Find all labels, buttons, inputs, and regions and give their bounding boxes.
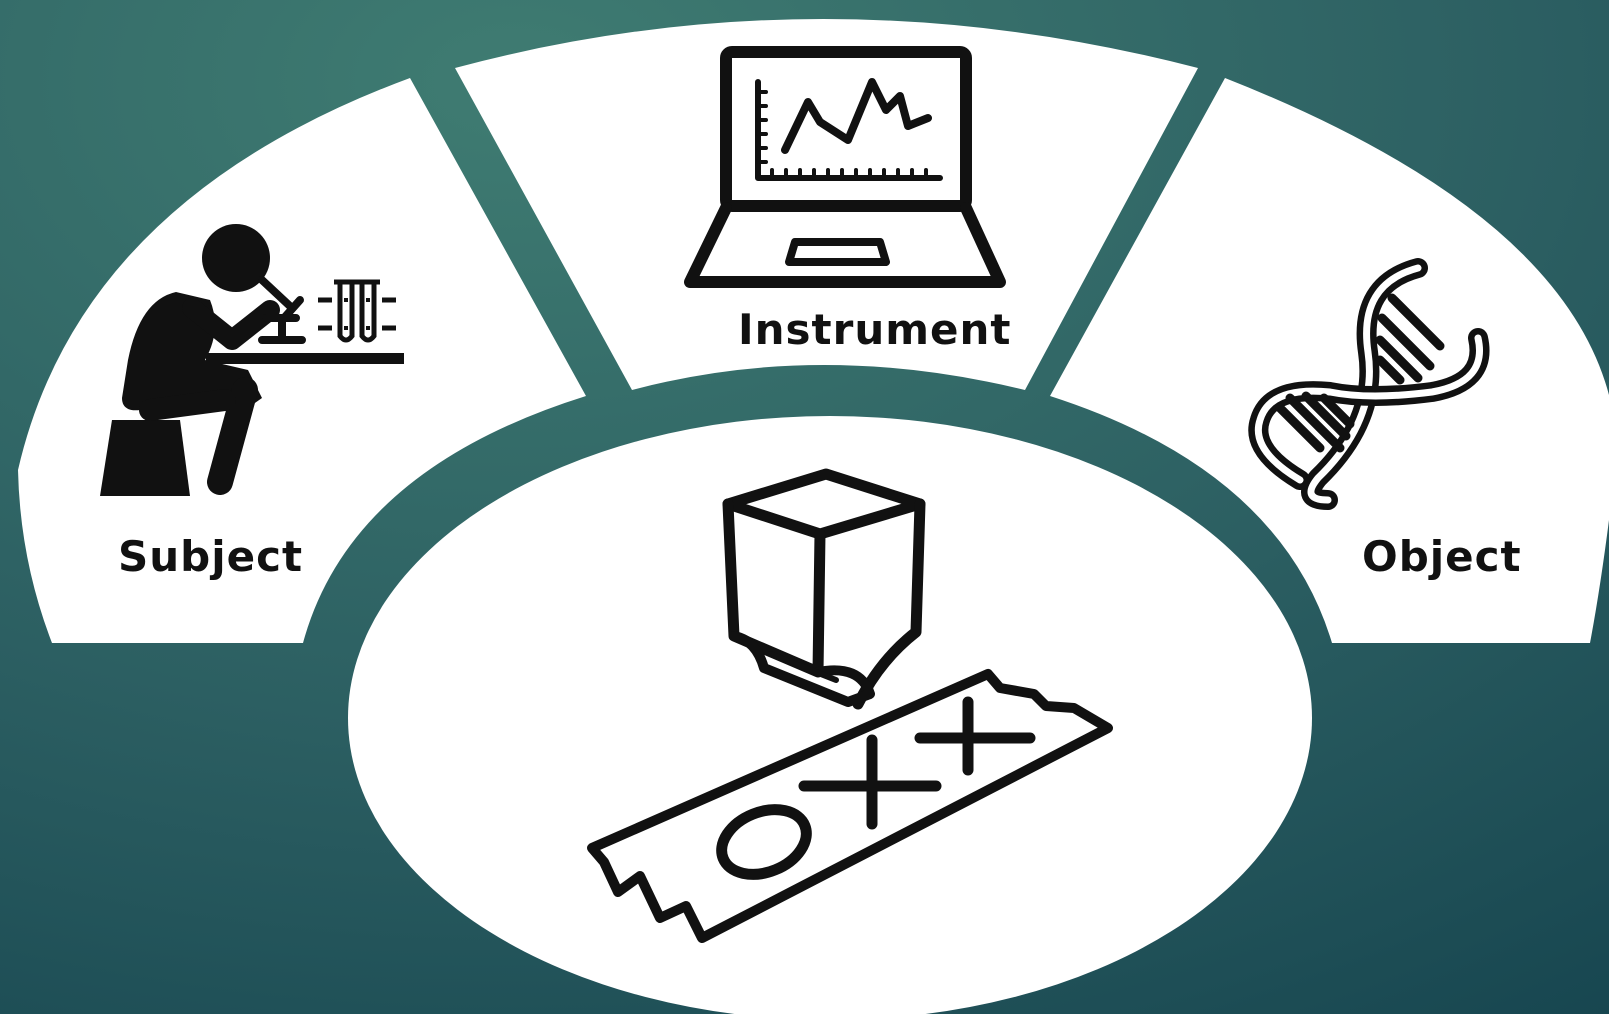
scientist-microscope-icon [100,224,404,496]
arm-shape [182,298,280,350]
tally-cross-mark-1 [798,734,942,830]
segment-label-instrument: Instrument [738,305,1012,354]
dna-rungs [1275,293,1445,453]
dna-icon [1248,258,1490,510]
segment-object-panel [1050,78,1609,643]
stamp-nozzle-slot [767,651,839,683]
desk-shape [206,353,404,364]
chart-axis-ticks [756,90,928,180]
stamp-nozzle [729,631,875,707]
head-shape [202,224,270,292]
leg-shape [207,377,258,495]
laptop-base [684,202,1006,288]
stool-shape [100,420,190,496]
torso-shape [122,292,262,411]
segment-label-object: Object [1362,532,1522,581]
microscope-shape [258,276,306,344]
leg-back-shape [139,389,236,421]
laptop-screen-frame [720,46,972,212]
tally-strip [587,669,1113,943]
center-ellipse [348,416,1312,1014]
laptop-chart-icon [684,46,1006,288]
chart-line [781,78,932,154]
test-tubes-shape [318,279,396,343]
tally-o-mark [716,804,812,880]
segment-label-subject: Subject [118,532,304,581]
laptop-trackpad [785,238,890,266]
tally-cross-mark-2 [914,696,1036,776]
stamp-printing-tally-strip-icon [587,468,1113,943]
chart-axes [755,79,943,181]
dna-strand-inner-2 [1254,334,1483,484]
